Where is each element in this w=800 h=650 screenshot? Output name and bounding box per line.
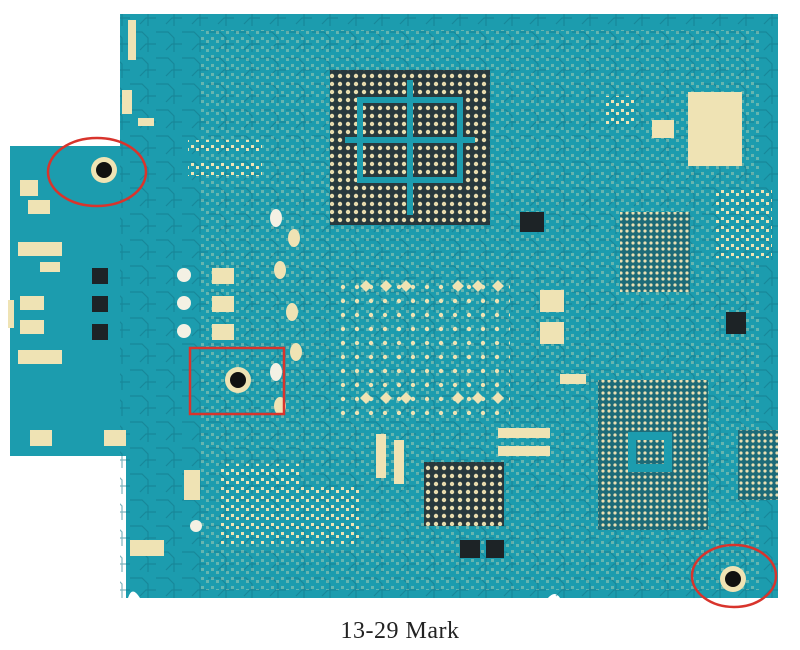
fiducial-mark-middle	[225, 367, 251, 393]
pcb-photo	[8, 14, 778, 609]
right-top-parts	[540, 92, 772, 344]
lower-right-bga	[560, 374, 778, 530]
figure-caption: 13-29 Mark	[340, 618, 460, 644]
red-circle-top-left	[46, 136, 148, 208]
fiducial-mark-top-left	[91, 157, 117, 183]
connector-pads	[188, 140, 262, 176]
main-bga-chip	[330, 70, 544, 232]
red-box-middle	[188, 346, 286, 416]
red-circle-bottom-right	[690, 543, 778, 609]
pad-diamonds	[360, 280, 504, 404]
bottom-parts	[130, 428, 550, 558]
fiducial-mark-bottom-right	[720, 566, 746, 592]
edge-pads	[8, 20, 154, 446]
pad-field	[340, 275, 510, 415]
left-components	[92, 209, 302, 415]
